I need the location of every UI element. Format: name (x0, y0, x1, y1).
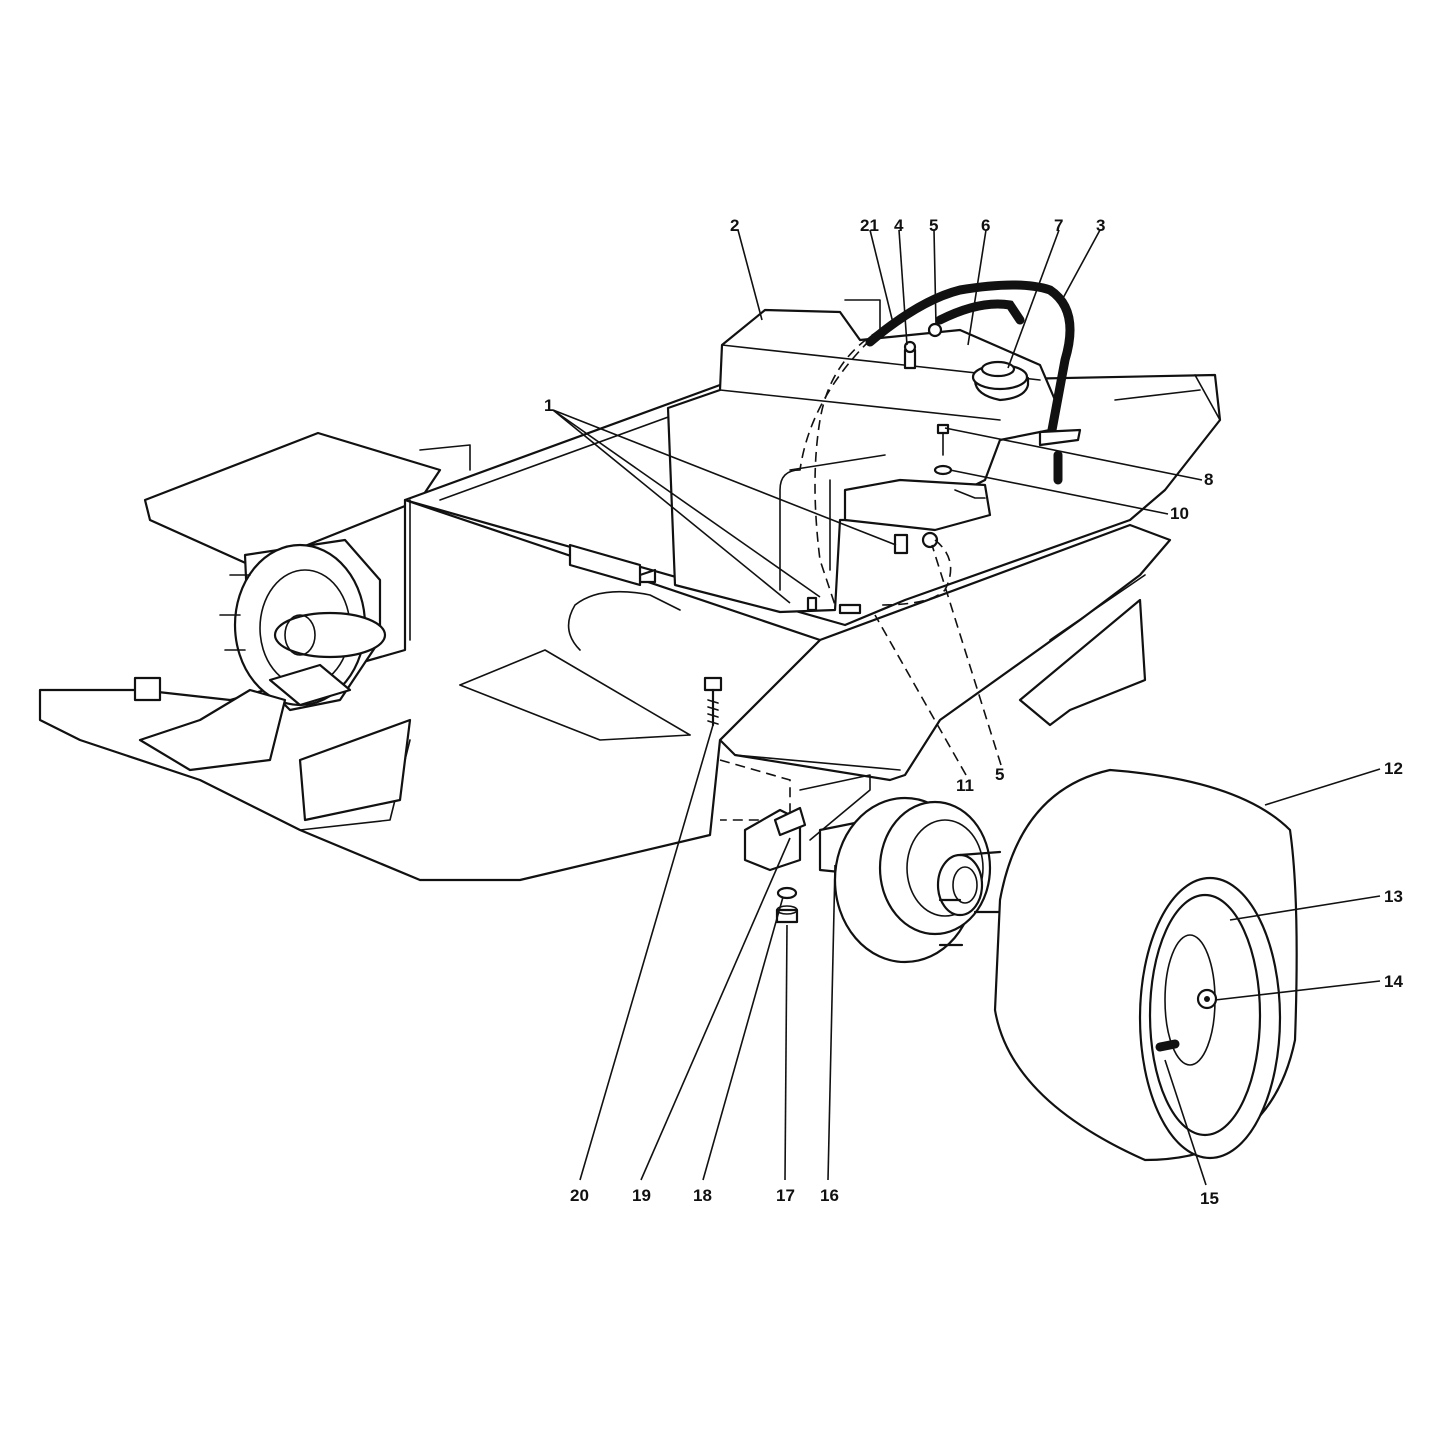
callout-16: 16 (820, 1186, 839, 1205)
fuel-shutoff-valve (806, 531, 952, 615)
main-deck (718, 523, 1172, 782)
left-footrest (143, 431, 471, 567)
callout-5-top: 5 (929, 216, 938, 235)
filler-cap (971, 360, 1030, 402)
callout-12: 12 (1384, 759, 1403, 778)
callout-17: 17 (776, 1186, 795, 1205)
callout-2: 2 (730, 216, 739, 235)
tank-bracket (843, 478, 992, 532)
right-hub-assembly (818, 796, 1002, 964)
callout-21: 21 (860, 216, 879, 235)
leader-lines (552, 229, 1381, 1186)
callout-labels: 2 21 4 5 6 7 3 1 8 10 11 5 12 13 14 15 1… (544, 216, 1403, 1208)
callout-10: 10 (1170, 504, 1189, 523)
callout-20: 20 (570, 1186, 589, 1205)
fuel-tank (666, 299, 1057, 614)
callout-13: 13 (1384, 887, 1403, 906)
callout-19: 19 (632, 1186, 651, 1205)
callout-3: 3 (1096, 216, 1105, 235)
wheel-tire-assembly (993, 768, 1298, 1162)
callout-15: 15 (1200, 1189, 1219, 1208)
callout-18: 18 (693, 1186, 712, 1205)
callout-1: 1 (544, 396, 553, 415)
callout-7: 7 (1054, 216, 1063, 235)
bolt (703, 676, 723, 727)
left-hub-assembly (219, 538, 387, 712)
callout-6: 6 (981, 216, 990, 235)
callout-5-bottom: 5 (995, 765, 1004, 784)
wheel-studs (938, 850, 1002, 947)
front-body (38, 498, 822, 882)
callout-11: 11 (956, 776, 974, 795)
callout-4: 4 (894, 216, 904, 235)
callout-14: 14 (1384, 972, 1403, 991)
callout-8: 8 (1204, 470, 1213, 489)
front-bracket (133, 676, 412, 822)
axle-bracket (719, 759, 871, 872)
vent-hose (865, 280, 1082, 485)
